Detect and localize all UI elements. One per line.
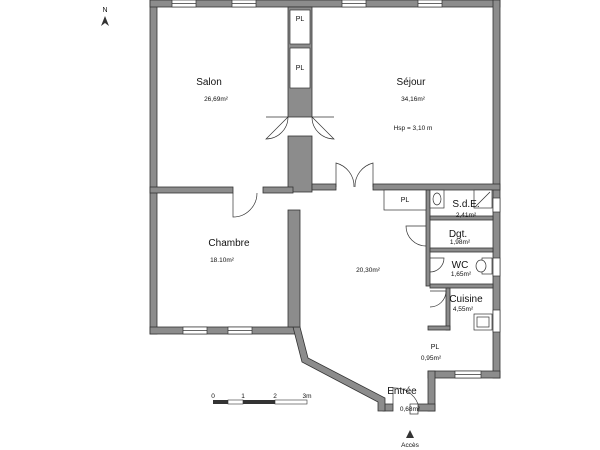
- scale-tick-label: 3m: [302, 393, 311, 400]
- access-marker: Accès: [401, 430, 420, 449]
- wall-angled: [292, 326, 386, 412]
- room-name-salon: Salon: [196, 77, 222, 88]
- room-labels: Salon 26,69m² Séjour 34,16m² Hsp = 3,10 …: [196, 16, 483, 413]
- scale-tick-label: 2: [273, 393, 277, 400]
- wall-dgt-wc: [429, 247, 494, 253]
- wall-spine-middle: [287, 135, 313, 193]
- ceiling-height: Hsp = 3,10 m: [394, 125, 433, 132]
- north-label: N: [102, 7, 107, 14]
- scale-segment: [243, 400, 275, 404]
- room-area-hall: 20,30m²: [356, 267, 381, 274]
- window: [492, 309, 501, 333]
- door-cuisine: [429, 290, 447, 308]
- room-area-salon: 26,69m²: [204, 96, 229, 103]
- wall-south-chambre: [149, 326, 301, 335]
- placard-1: [289, 9, 311, 45]
- wall-service-west: [425, 189, 431, 287]
- north-arrow: N: [101, 7, 109, 26]
- room-name-dgt: Dgt.: [449, 229, 467, 240]
- room-name-pl: PL: [431, 344, 440, 351]
- room-name-sde: S.d.E.: [452, 199, 479, 210]
- wall-sde-dgt: [429, 215, 494, 221]
- room-name-entree: Entrée: [387, 386, 417, 397]
- room-name-wc: WC: [452, 260, 469, 271]
- wall-north: [149, 0, 501, 8]
- door-wc: [429, 257, 445, 273]
- placard-label: PL: [401, 197, 410, 204]
- wall-sejour-south-1: [311, 183, 337, 191]
- fixtures: [409, 189, 493, 415]
- wall-sejour-south-2: [372, 183, 501, 191]
- room-area-dgt: 1,98m²: [450, 239, 471, 246]
- doors: [232, 116, 447, 405]
- window: [492, 197, 501, 213]
- north-arrow-icon: [101, 16, 109, 26]
- wall-salon-chambre: [149, 186, 234, 194]
- room-name-sejour: Séjour: [397, 77, 427, 88]
- scale-segment: [213, 400, 228, 404]
- room-name-cuisine: Cuisine: [449, 294, 483, 305]
- room-area-sde: 2,41m²: [456, 212, 477, 219]
- wall-wc-cuisine: [429, 283, 494, 289]
- room-name-chambre: Chambre: [208, 238, 250, 249]
- access-arrow-icon: [406, 430, 414, 438]
- room-area-cuisine: 4,55m²: [453, 306, 474, 313]
- door-entree: [392, 387, 419, 405]
- inner-walls: [149, 6, 501, 331]
- outer-walls: [149, 0, 501, 412]
- placard-label: PL: [296, 16, 305, 23]
- scale-bar: 0 1 2 3m: [211, 393, 312, 405]
- room-area-sejour: 34,16m²: [401, 96, 426, 103]
- placard-3: [383, 189, 427, 211]
- scale-tick-label: 0: [211, 393, 215, 400]
- scale-segment: [227, 399, 244, 405]
- scale-tick-label: 1: [241, 393, 245, 400]
- room-area-entree: 0,68m²: [400, 406, 421, 413]
- room-area-pl: 0,95m²: [421, 355, 442, 362]
- door-chambre: [232, 192, 258, 218]
- door-salon: [265, 116, 289, 140]
- entry-step: [409, 403, 419, 415]
- wall-west: [149, 0, 158, 335]
- access-label: Accès: [401, 442, 419, 449]
- wall-salon-chambre-2: [262, 186, 294, 194]
- placard-label: PL: [296, 65, 305, 72]
- room-area-chambre: 18.10m²: [210, 257, 235, 264]
- door-sejour-south-right: [354, 162, 374, 188]
- door-dgt: [405, 225, 427, 247]
- wall-entry-east-return: [417, 403, 436, 412]
- scale-segment: [274, 399, 308, 405]
- wall-chambre-east: [287, 209, 301, 328]
- room-area-wc: 1,65m²: [451, 271, 472, 278]
- windows: [171, 0, 501, 379]
- wall-pl-top: [427, 325, 451, 331]
- door-sejour-south-left: [335, 162, 355, 188]
- placard-2: [289, 47, 311, 89]
- window: [492, 257, 501, 277]
- door-sejour: [311, 116, 335, 140]
